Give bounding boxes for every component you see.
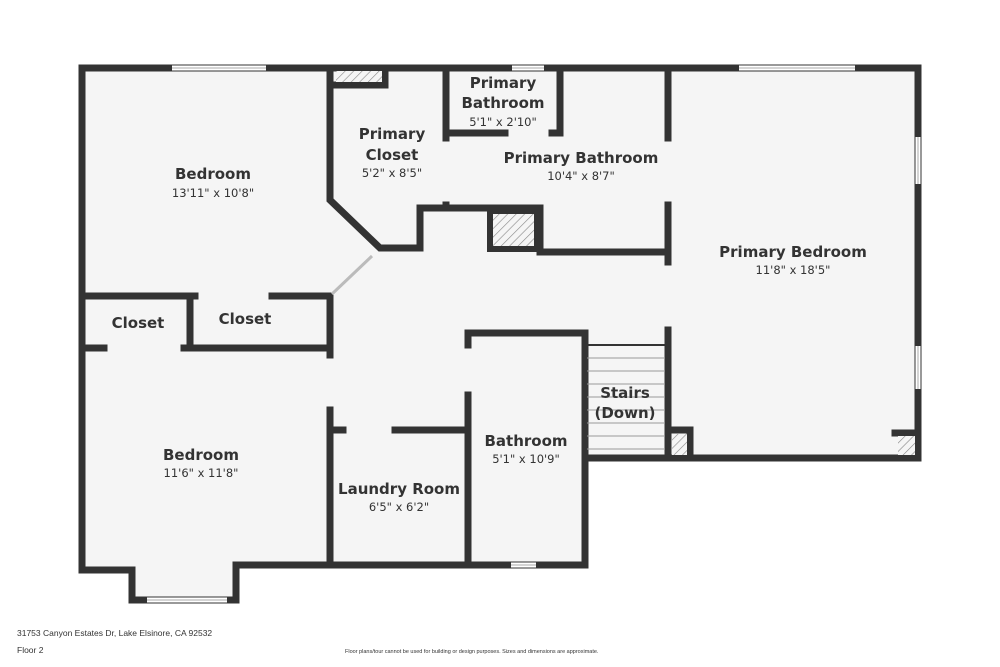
stairs[interactable] <box>587 344 665 450</box>
room-name: Stairs <box>600 384 650 402</box>
room-dims: 5'1" x 2'10" <box>469 115 537 129</box>
room-name: Bathroom <box>484 432 567 450</box>
room-name: Closet <box>112 314 165 332</box>
room-name: Bathroom <box>461 94 544 112</box>
chase-hatch <box>336 71 382 82</box>
chase-hatch <box>898 436 915 455</box>
room-bathroom: Bathroom 5'1" x 10'9" <box>484 432 567 466</box>
room-dims: 13'11" x 10'8" <box>172 186 254 200</box>
room-name: Bedroom <box>175 165 251 183</box>
room-bedroom-2: Bedroom 11'6" x 11'8" <box>163 446 239 480</box>
room-name: Primary Bedroom <box>719 243 867 261</box>
disclaimer: Floor plans/tour cannot be used for buil… <box>345 649 599 655</box>
room-laundry: Laundry Room 6'5" x 6'2" <box>338 480 460 514</box>
address: 31753 Canyon Estates Dr, Lake Elsinore, … <box>17 628 213 638</box>
room-dims: 10'4" x 8'7" <box>547 169 615 183</box>
windows <box>147 65 921 603</box>
room-closet-2: Closet <box>219 310 272 328</box>
room-name: Primary <box>470 74 537 92</box>
room-name: (Down) <box>594 404 655 422</box>
floor-label: Floor 2 <box>17 645 44 655</box>
room-name: Primary Bathroom <box>504 149 659 167</box>
room-name: Laundry Room <box>338 480 460 498</box>
room-dims: 6'5" x 6'2" <box>369 500 429 514</box>
room-name: Closet <box>366 146 419 164</box>
room-dims: 5'1" x 10'9" <box>492 452 560 466</box>
room-name: Primary <box>359 125 426 143</box>
room-dims: 5'2" x 8'5" <box>362 166 422 180</box>
room-primary-bathroom: Primary Bathroom 10'4" x 8'7" <box>504 149 659 183</box>
room-closet-1: Closet <box>112 314 165 332</box>
room-stairs: Stairs (Down) <box>594 384 655 422</box>
interior-walls <box>78 64 919 569</box>
room-name: Closet <box>219 310 272 328</box>
chase-hatch <box>672 434 687 455</box>
room-dims: 11'6" x 11'8" <box>164 466 239 480</box>
chase-hatch <box>487 208 540 252</box>
room-dims: 11'8" x 18'5" <box>756 263 831 277</box>
room-primary-closet: Primary Closet 5'2" x 8'5" <box>359 125 426 180</box>
room-primary-bedroom: Primary Bedroom 11'8" x 18'5" <box>719 243 867 277</box>
room-primary-bathroom-small: Primary Bathroom 5'1" x 2'10" <box>461 74 544 129</box>
exterior-wall <box>78 64 922 604</box>
room-bedroom-1: Bedroom 13'11" x 10'8" <box>172 165 254 200</box>
room-name: Bedroom <box>163 446 239 464</box>
